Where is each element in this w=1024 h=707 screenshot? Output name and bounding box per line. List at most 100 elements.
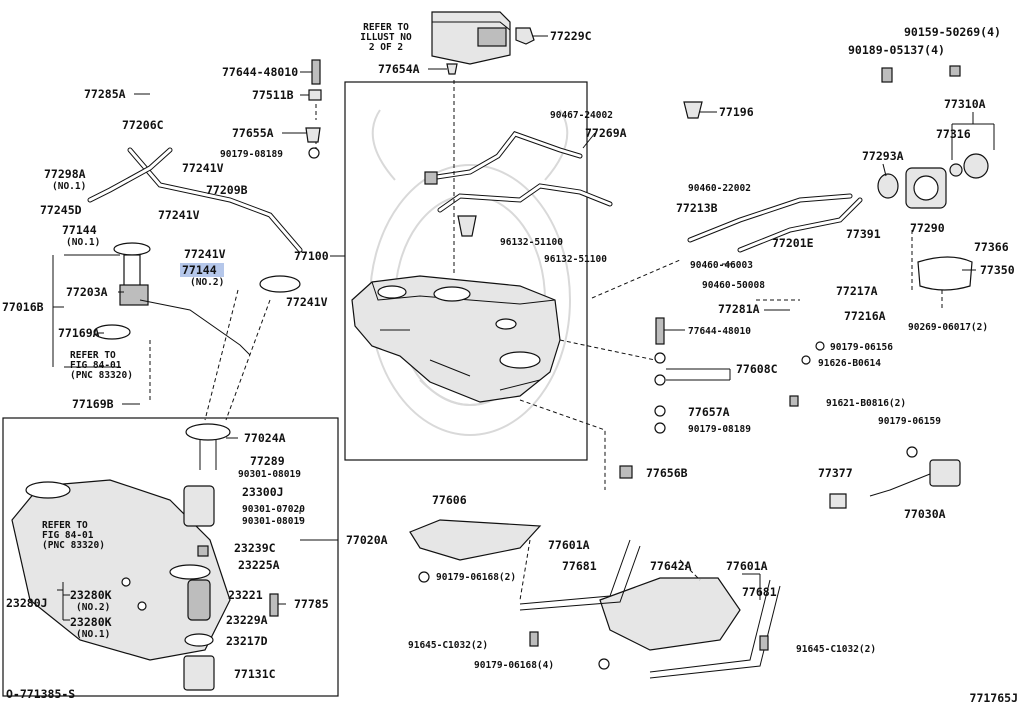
main-fuel-tank-drawing bbox=[351, 275, 561, 403]
label-77644-a: 77644-48010 bbox=[222, 65, 298, 79]
label-77241V-a: 77241V bbox=[182, 161, 224, 175]
label-23280K-b: 23280K bbox=[70, 615, 112, 629]
label-77285A: 77285A bbox=[84, 87, 126, 101]
label-77391: 77391 bbox=[846, 227, 881, 241]
fuel-tank-frame bbox=[344, 81, 588, 461]
part-77131C-drawing bbox=[183, 655, 215, 691]
label-91621: 91621-B0816(2) bbox=[826, 398, 906, 409]
label-77601A-a: 77601A bbox=[548, 538, 590, 552]
label-77642A: 77642A bbox=[650, 559, 692, 573]
label-77290: 77290 bbox=[910, 221, 945, 235]
gas-cap-drawing bbox=[963, 153, 989, 179]
label-23221: 23221 bbox=[228, 588, 263, 602]
label-77350: 77350 bbox=[980, 263, 1015, 277]
refer-illust-note: REFER TO ILLUST NO 2 OF 2 bbox=[360, 22, 412, 53]
note-fig-lower-line2: FIG 84-01 bbox=[42, 530, 94, 541]
part-77654A-drawing bbox=[446, 63, 458, 75]
part-23300J-drawing bbox=[183, 485, 215, 527]
label-77217A: 77217A bbox=[836, 284, 878, 298]
label-77656B: 77656B bbox=[646, 466, 688, 480]
label-90179-e: 90179-06168(2) bbox=[436, 572, 516, 583]
label-90467: 90467-24002 bbox=[550, 110, 613, 121]
label-77144-a: 77144 bbox=[62, 223, 97, 237]
label-90179-f: 90179-06168(4) bbox=[474, 660, 554, 671]
label-77131C: 77131C bbox=[234, 667, 276, 681]
label-91645-b: 91645-C1032(2) bbox=[796, 644, 876, 655]
part-77024A-drawing bbox=[185, 423, 231, 441]
fuel-pump-module-drawing bbox=[93, 242, 301, 356]
label-90301-a: 90301-08019 bbox=[238, 469, 301, 480]
label-77681-a: 77681 bbox=[562, 559, 597, 573]
label-77024A: 77024A bbox=[244, 431, 286, 445]
label-23280K-a-sub: (NO.2) bbox=[76, 602, 110, 613]
part-23221-drawing bbox=[187, 579, 211, 621]
label-23217D: 23217D bbox=[226, 634, 268, 648]
part-77030A-drawing bbox=[869, 459, 961, 497]
charcoal-canister-drawing bbox=[431, 11, 511, 65]
footer-right-code: 771765J bbox=[970, 691, 1018, 705]
label-77144-a-sub: (NO.1) bbox=[66, 237, 100, 248]
label-90460-c: 90460-50008 bbox=[702, 280, 765, 291]
label-91626: 91626-B0614 bbox=[818, 358, 881, 369]
fuel-tank-band-drawing bbox=[519, 539, 641, 611]
label-77366: 77366 bbox=[974, 240, 1009, 254]
label-77316: 77316 bbox=[936, 127, 971, 141]
label-90269: 90269-06017(2) bbox=[908, 322, 988, 333]
refer-fig-lower-note: REFER TO FIG 84-01 (PNC 83320) bbox=[42, 520, 105, 551]
label-91645-a: 91645-C1032(2) bbox=[408, 640, 488, 651]
label-77654A: 77654A bbox=[378, 62, 420, 76]
vent-hose-drawing bbox=[427, 131, 583, 181]
label-77206C: 77206C bbox=[122, 118, 164, 132]
label-77245D: 77245D bbox=[40, 203, 82, 217]
label-23300J: 23300J bbox=[242, 485, 284, 499]
fuel-lid-drawing bbox=[917, 256, 973, 291]
label-77241V-b: 77241V bbox=[158, 208, 200, 222]
part-77316-drawing bbox=[949, 163, 963, 177]
label-90179-b: 90179-06156 bbox=[830, 342, 893, 353]
label-90301-c: 90301-08019 bbox=[242, 516, 305, 527]
note-fig-upper-line1: REFER TO bbox=[70, 350, 116, 361]
label-77016B: 77016B bbox=[2, 300, 44, 314]
label-77681-b: 77681 bbox=[742, 585, 777, 599]
fasteners bbox=[121, 59, 918, 670]
label-77030A: 77030A bbox=[904, 507, 946, 521]
note-fig-lower-line3: (PNC 83320) bbox=[42, 540, 105, 551]
label-77020A: 77020A bbox=[346, 533, 388, 547]
label-77169A: 77169A bbox=[58, 326, 100, 340]
label-90179-a: 90179-08189 bbox=[220, 149, 283, 160]
label-77213B: 77213B bbox=[676, 201, 718, 215]
label-77608C: 77608C bbox=[736, 362, 778, 376]
part-77377-drawing bbox=[829, 493, 847, 509]
label-23239C: 23239C bbox=[234, 541, 276, 555]
label-77196: 77196 bbox=[719, 105, 754, 119]
label-90189: 90189-05137(4) bbox=[848, 43, 945, 57]
label-77289: 77289 bbox=[250, 454, 285, 468]
label-23229A: 23229A bbox=[226, 613, 268, 627]
label-77241V-d: 77241V bbox=[286, 295, 328, 309]
label-77298A-sub: (NO.1) bbox=[52, 181, 86, 192]
highlight-77144-no2 bbox=[180, 263, 224, 277]
label-90179-d: 90179-06159 bbox=[878, 416, 941, 427]
part-77606-drawing bbox=[409, 519, 542, 561]
sub-tank-frame bbox=[2, 417, 339, 697]
label-90179-c: 90179-08189 bbox=[688, 424, 751, 435]
label-77298A: 77298A bbox=[44, 167, 86, 181]
label-90460-a: 90460-22002 bbox=[688, 183, 751, 194]
label-23280K-a: 23280K bbox=[70, 588, 112, 602]
part-77229C-drawing bbox=[515, 27, 535, 45]
label-23280K-b-sub: (NO.1) bbox=[76, 629, 110, 640]
label-77203A: 77203A bbox=[66, 285, 108, 299]
label-96132-b: 96132-51100 bbox=[544, 254, 607, 265]
label-77310A: 77310A bbox=[944, 97, 986, 111]
label-77100: 77100 bbox=[294, 249, 329, 263]
label-77644-b: 77644-48010 bbox=[688, 326, 751, 337]
label-77601A-b: 77601A bbox=[726, 559, 768, 573]
part-77642A-drawing bbox=[599, 577, 741, 651]
label-23225A: 23225A bbox=[238, 558, 280, 572]
note-refer-line1: REFER TO bbox=[363, 22, 409, 33]
label-90159: 90159-50269(4) bbox=[904, 25, 1001, 39]
footer-left-code: O-771385-S bbox=[6, 687, 75, 701]
label-90301-b: 90301-07020 bbox=[242, 504, 305, 515]
part-labels: 77229C 90159-50269(4) 90189-05137(4) 776… bbox=[2, 25, 1015, 681]
